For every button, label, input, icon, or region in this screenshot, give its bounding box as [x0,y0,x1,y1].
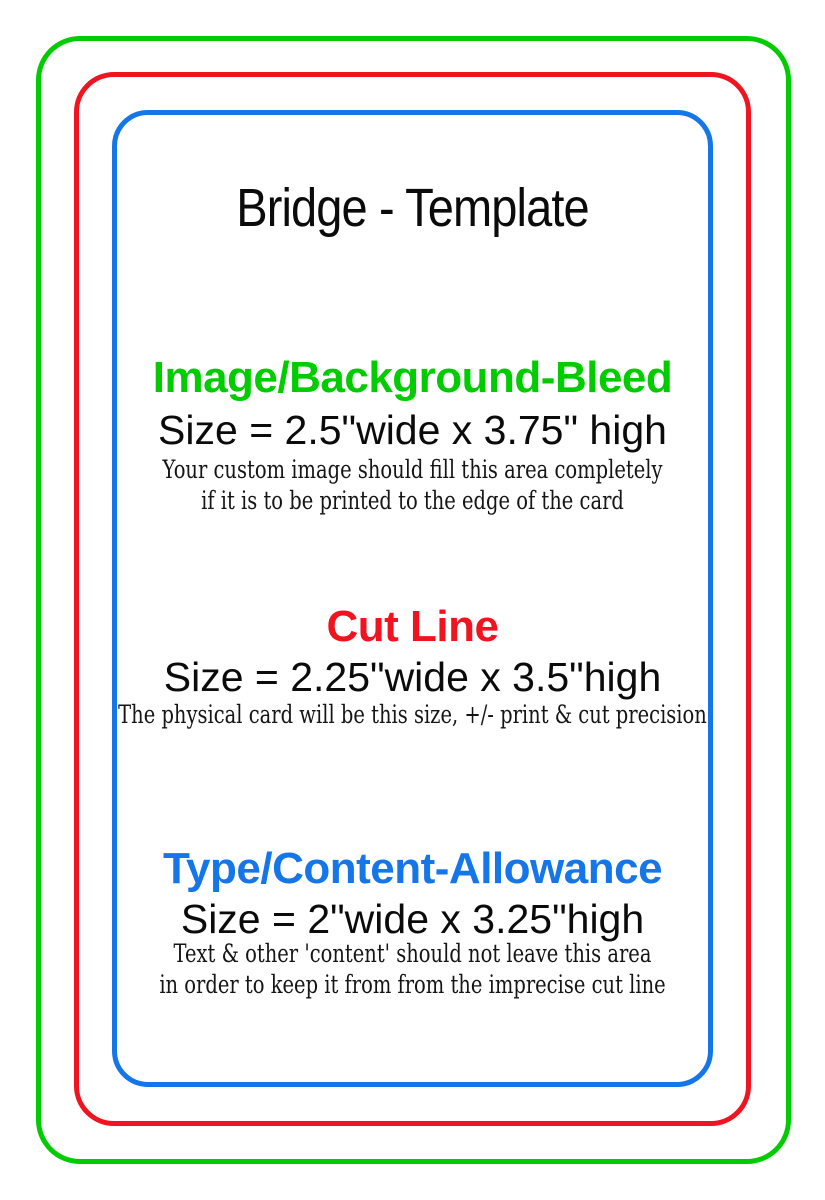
bleed-description-line-1: Your custom image should fill this area … [162,455,663,484]
cut-description-line-1: The physical card will be this size, +/-… [118,700,707,729]
cut-size-text: Size = 2.25"wide x 3.5"high [163,654,662,700]
cut-line-guide-border [74,72,751,1126]
bleed-description: Your custom image should fill this area … [91,454,735,516]
content-size-text: Size = 2"wide x 3.25"high [180,896,645,942]
bleed-guide-border [36,36,791,1164]
cut-section-heading: Cut Line [326,602,499,651]
content-guide-border [112,110,713,1087]
content-description-line-1: Text & other 'content' should not leave … [173,939,652,968]
bleed-section-heading: Image/Background-Bleed [152,353,673,402]
content-section-heading: Type/Content-Allowance [162,844,663,893]
bleed-size-text: Size = 2.5"wide x 3.75" high [158,407,667,453]
content-description: Text & other 'content' should not leave … [91,938,735,1000]
cut-description: The physical card will be this size, +/-… [91,699,735,730]
bleed-description-line-2: if it is to be printed to the edge of th… [201,486,624,515]
page-title: Bridge - Template [236,178,589,238]
content-description-line-2: in order to keep it from from the imprec… [159,970,666,999]
